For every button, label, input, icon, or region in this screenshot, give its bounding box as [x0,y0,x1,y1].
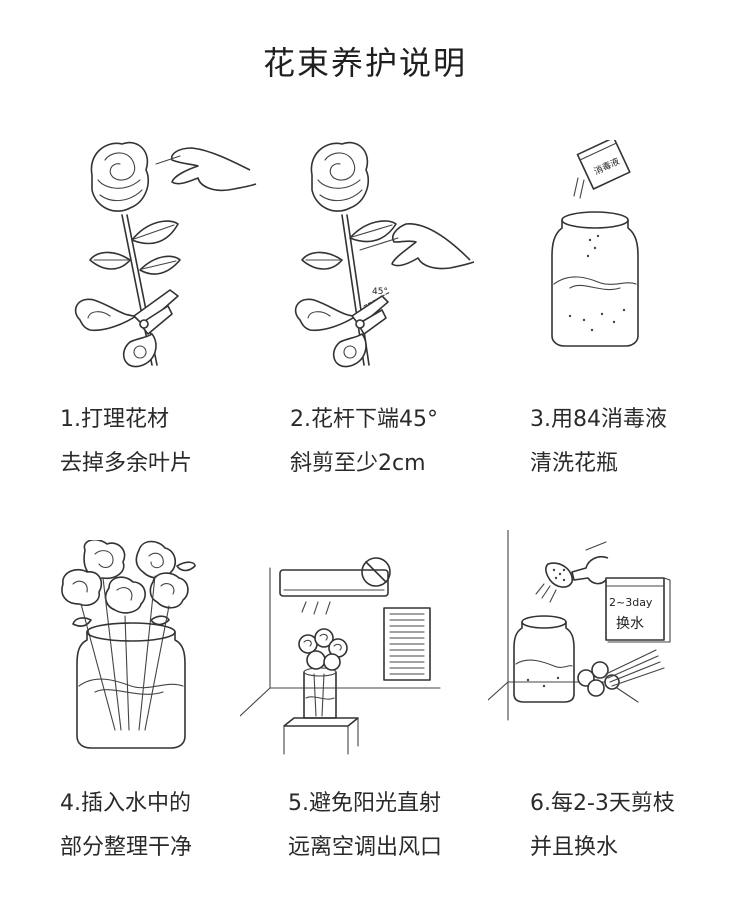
roses-in-vase-icon [55,540,205,755]
step-4-desc: 部分整理干净 [60,835,193,860]
step-2-desc: 斜剪至少2cm [290,451,426,476]
step-1-desc: 去掉多余叶片 [60,451,193,476]
calendar-label: 换水 [616,615,644,632]
page-title: 花束养护说明 [262,44,467,82]
step-6-desc: 并且换水 [530,835,619,860]
rose-cut-45-icon: 45° [290,120,490,370]
disinfectant-jar-icon: 消毒液 [540,140,650,355]
rose-with-scissors-icon [60,120,260,370]
calendar-interval: 2~3day [609,596,653,609]
water-change-calendar-icon: 2~3day 换水 [488,530,688,760]
step-5-title: 5.避免阳光直射 [288,791,441,816]
step-4-title: 4.插入水中的 [60,791,191,816]
step-2-title: 2.花杆下端45° [290,407,438,432]
air-conditioner-vase-icon [240,548,460,758]
step-5-desc: 远离空调出风口 [288,835,443,860]
angle-label: 45° [372,287,388,297]
step-3-desc: 清洗花瓶 [530,451,619,476]
step-3-title: 3.用84消毒液 [530,407,667,432]
step-1-title: 1.打理花材 [60,407,169,432]
step-6-title: 6.每2-3天剪枝 [530,791,675,816]
